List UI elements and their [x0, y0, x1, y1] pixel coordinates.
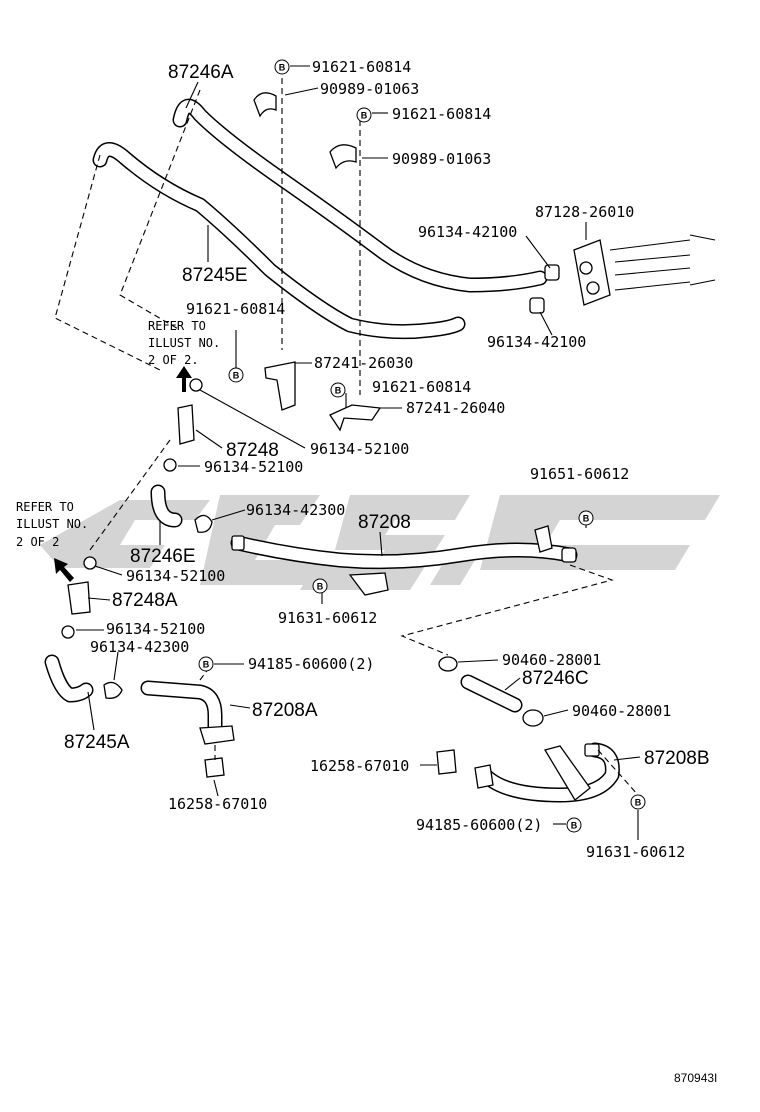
arrow-refer-2 — [54, 558, 74, 582]
label-96134-42100-b: 96134-42100 — [487, 333, 586, 351]
clip-96134-42100-a — [544, 264, 560, 281]
label-94185-60600-b: 94185-60600(2) — [416, 816, 542, 834]
label-87246E: 87246E — [130, 546, 196, 567]
clip-96134-52100-d — [163, 458, 177, 472]
svg-text:REFER TO: REFER TO — [16, 500, 74, 514]
svg-text:B: B — [583, 514, 590, 524]
pipe-87208A — [140, 680, 235, 745]
label-16258-67010-b: 16258-67010 — [168, 795, 267, 813]
b-mark-icon: B — [330, 382, 346, 398]
b-mark-icon: B — [630, 794, 646, 810]
label-96134-52100-b: 96134-52100 — [204, 458, 303, 476]
label-96134-52100-c: 96134-52100 — [126, 567, 225, 585]
clamp-90460-28001-a — [438, 656, 458, 672]
bracket-87241-26040 — [329, 404, 382, 432]
hose-87245E — [92, 142, 466, 340]
label-91621-60814-c: 91621-60814 — [186, 300, 285, 318]
clip-96134-52100-e — [83, 556, 97, 570]
label-87245E: 87245E — [182, 265, 248, 286]
bracket-87241-26030 — [264, 361, 296, 411]
clamp-90989-01063-b — [329, 144, 357, 170]
svg-text:2 OF 2: 2 OF 2 — [16, 535, 59, 549]
hose-87246C — [460, 674, 523, 713]
label-90989-01063-a: 90989-01063 — [320, 80, 419, 98]
label-96134-42300-b: 96134-42300 — [90, 638, 189, 656]
b-mark-icon: B — [566, 817, 582, 833]
label-96134-52100-d: 96134-52100 — [106, 620, 205, 638]
pipe-87208B — [474, 742, 620, 803]
label-91621-60814-a: 91621-60814 — [312, 58, 411, 76]
refer-note-2: REFER TO ILLUST NO. 2 OF 2 — [16, 500, 88, 549]
label-91631-60612-a: 91631-60612 — [278, 609, 377, 627]
arrow-refer-1 — [176, 366, 192, 392]
b-mark-icon: B — [274, 59, 290, 75]
clamp-96134-42300-a — [194, 514, 213, 533]
label-90460-28001-a: 90460-28001 — [502, 651, 601, 669]
clip-96134-42100-b — [529, 297, 545, 314]
b-mark-icon: B — [356, 107, 372, 123]
label-87246A: 87246A — [168, 62, 234, 83]
label-87241-26030: 87241-26030 — [314, 354, 413, 372]
label-90460-28001-b: 90460-28001 — [572, 702, 671, 720]
hose-87245A — [44, 654, 94, 703]
clip-96134-52100-c — [189, 378, 203, 392]
svg-text:B: B — [361, 111, 368, 121]
connector-87248A — [67, 581, 91, 615]
b-mark-icon: B — [578, 510, 594, 526]
b-mark-icon: B — [198, 656, 214, 672]
label-87248: 87248 — [226, 440, 279, 461]
b-mark-icon: B — [228, 367, 244, 383]
flange-87128-26010 — [573, 234, 716, 306]
label-87246C: 87246C — [522, 668, 589, 689]
label-96134-52100-a: 96134-52100 — [310, 440, 409, 458]
svg-text:B: B — [635, 798, 642, 808]
clamp-90460-28001-b — [522, 709, 544, 727]
svg-text:B: B — [279, 63, 286, 73]
clamp-90989-01063-a — [253, 92, 277, 118]
hose-87246E — [150, 484, 183, 528]
label-87208A: 87208A — [252, 700, 318, 721]
svg-text:B: B — [203, 660, 210, 670]
label-87208: 87208 — [358, 512, 411, 533]
clip-96134-52100-f — [61, 625, 75, 639]
svg-text:B: B — [317, 582, 324, 592]
label-87245A: 87245A — [64, 732, 130, 753]
svg-text:B: B — [571, 821, 578, 831]
label-94185-60600-a: 94185-60600(2) — [248, 655, 374, 673]
label-91621-60814-d: 91621-60814 — [372, 378, 471, 396]
svg-text:B: B — [335, 386, 342, 396]
label-87128-26010: 87128-26010 — [535, 203, 634, 221]
refer-note-1: REFER TO ILLUST NO. 2 OF 2. — [148, 319, 220, 367]
svg-text:B: B — [233, 371, 240, 381]
label-90989-01063-b: 90989-01063 — [392, 150, 491, 168]
svg-text:ILLUST NO.: ILLUST NO. — [16, 517, 88, 531]
svg-text:REFER TO: REFER TO — [148, 319, 206, 333]
label-87241-26040: 87241-26040 — [406, 399, 505, 417]
svg-text:2 OF 2.: 2 OF 2. — [148, 353, 199, 367]
pipe-87208 — [230, 525, 578, 596]
label-91621-60814-b: 91621-60814 — [392, 105, 491, 123]
illustration-code: 870943I — [674, 1071, 717, 1085]
label-91651-60612: 91651-60612 — [530, 465, 629, 483]
label-87248A: 87248A — [112, 590, 178, 611]
gasket-16258-67010-a — [204, 757, 225, 778]
label-96134-42100-a: 96134-42100 — [418, 223, 517, 241]
label-87208B: 87208B — [644, 748, 710, 769]
svg-text:ILLUST NO.: ILLUST NO. — [148, 336, 220, 350]
hose-87246A — [172, 98, 548, 293]
label-16258-67010-a: 16258-67010 — [310, 757, 409, 775]
connector-87248 — [177, 404, 195, 445]
label-96134-42300-a: 96134-42300 — [246, 501, 345, 519]
label-91631-60612-b: 91631-60612 — [586, 843, 685, 861]
clamp-96134-42300-b — [103, 681, 123, 699]
b-mark-icon: B — [312, 578, 328, 594]
gasket-16258-67010-b — [436, 749, 457, 775]
leader-lines — [54, 65, 641, 840]
